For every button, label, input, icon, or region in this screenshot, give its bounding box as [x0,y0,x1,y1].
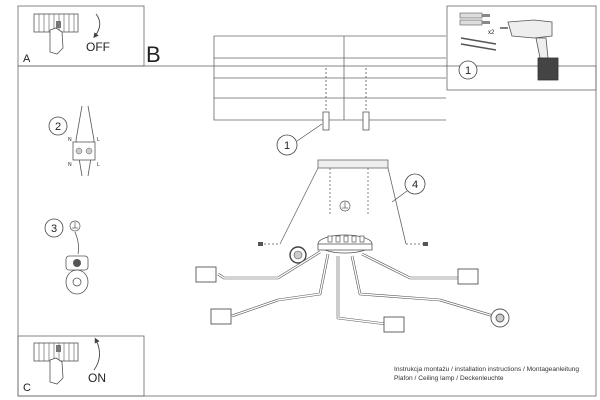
lamp-base [317,234,373,254]
terminal-block-icon [72,105,96,177]
down-arrow-icon [93,13,101,39]
panel-b-letter: B [146,42,161,67]
screw-icon [460,37,497,51]
step-3-callout [44,218,64,238]
footer-line-2: Plafon / Ceiling lamp / Deckenleuchte [394,374,504,382]
up-arrow-icon [93,337,100,371]
breaker-box-icon [33,342,79,362]
main-frame [17,65,597,397]
tools-panel: x2 1 [458,12,559,81]
step-3-label: 3 [51,223,57,235]
canopy [279,159,407,245]
ceiling-plate [213,35,446,121]
screw-head-icon [258,242,263,246]
hand-icon [49,27,64,55]
plug-count-label: x2 [488,30,495,36]
neutral-bottom-label: N [68,162,72,168]
ground-icon [339,200,351,212]
step-1-callout [276,134,298,156]
lamp-holder [195,266,217,283]
tools-step-label: 1 [465,65,471,77]
footer-caption: Instrukcja montażu / installation instru… [394,366,579,383]
ground-terminal-icon [65,220,89,295]
socket-icon [289,246,307,264]
step-4-label: 4 [412,179,418,191]
screw-head-icon [423,242,428,246]
panel-c-frame [17,335,145,397]
lamp-holder [210,308,232,325]
panel-a-letter: A [23,53,31,65]
footer-line-1: Instrukcja montażu / installation instru… [394,366,580,373]
step-1-label: 1 [284,140,290,152]
hand-icon [49,357,64,385]
lamp-holder [457,268,479,285]
lamp-holders [195,266,510,333]
wall-plug-icon [459,12,490,26]
callout-line [391,190,408,203]
panel-c: ON C [23,337,106,394]
mounting-screws [322,68,370,131]
panel-a: OFF A [23,13,110,65]
step-4-callout [404,173,426,195]
callout-line [296,123,323,142]
live-bottom-label: L [97,162,100,168]
panel-c-letter: C [23,382,31,394]
tools-frame [446,5,597,91]
step-2-label: 2 [55,121,61,133]
lamp-holder [383,316,405,333]
neutral-top-label: N [68,137,72,143]
step-2-callout [48,116,68,136]
lamp-arms-inner [217,251,501,325]
drill-icon [500,19,559,81]
breaker-box-icon [33,13,79,33]
step-1-badge [458,60,478,80]
on-label: ON [88,371,106,385]
off-label: OFF [86,40,110,54]
live-top-label: L [97,137,100,143]
